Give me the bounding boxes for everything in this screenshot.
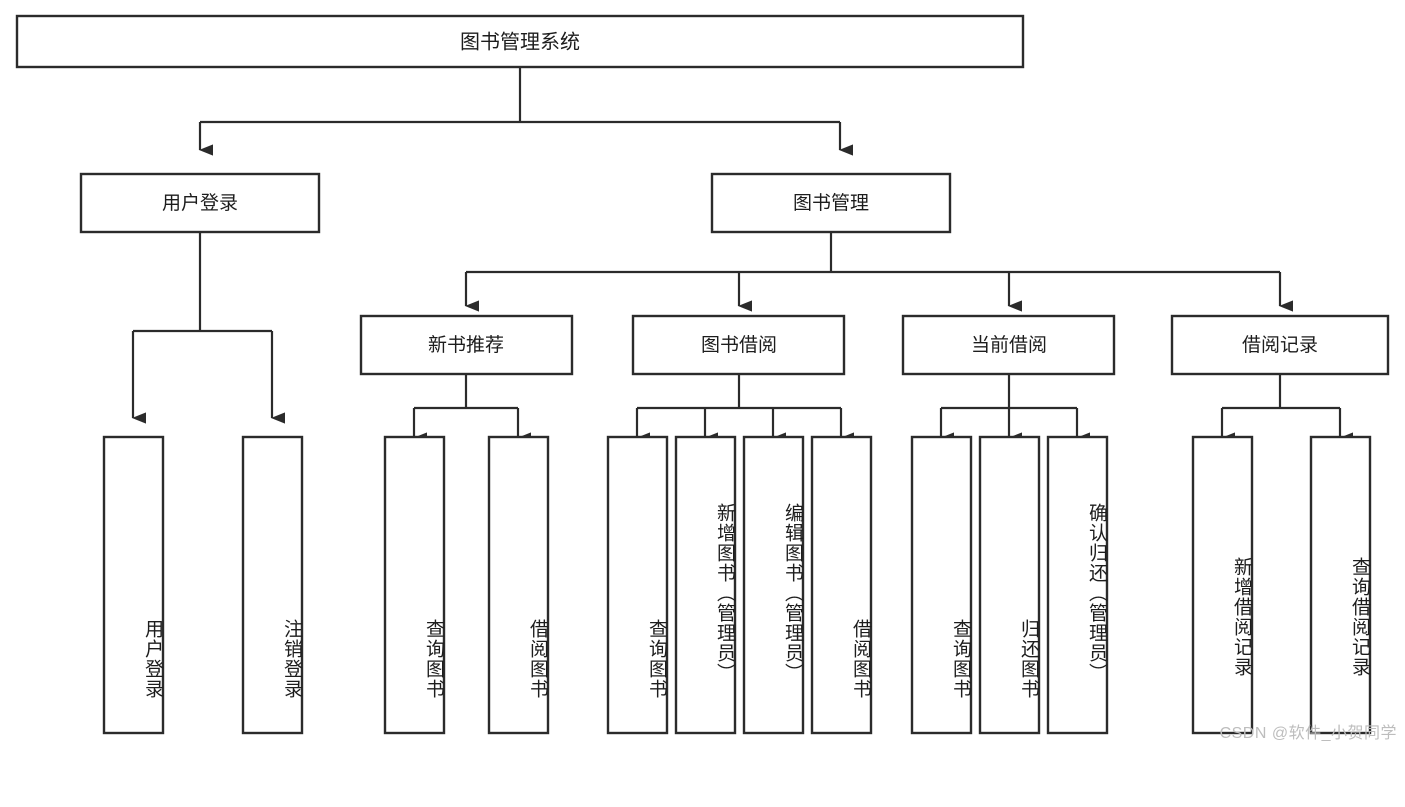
leaf-box-borrow-add[interactable] (674, 435, 737, 735)
node-borrow-record-label: 借阅记录 (1242, 334, 1318, 356)
leaf-box-borrow-lend[interactable] (810, 435, 873, 735)
node-book-borrow-label: 图书借阅 (701, 334, 777, 356)
node-new-book-recommend-label: 新书推荐 (428, 334, 504, 356)
connector-new-book-recommend-to-leaves (412, 374, 531, 444)
connector-book-management-to-level2 (464, 232, 1293, 312)
leaf-box-current-confirm[interactable] (1046, 435, 1109, 735)
leaf-box-current-return[interactable] (978, 435, 1041, 735)
node-current-borrow-label: 当前借阅 (971, 334, 1047, 356)
leaf-box-recommend-borrow[interactable] (487, 435, 550, 735)
connector-borrow-record-to-leaves (1220, 374, 1353, 444)
connector-root-to-level1 (198, 67, 853, 156)
leaf-box-record-add[interactable] (1191, 435, 1254, 735)
node-root-label: 图书管理系统 (460, 30, 580, 53)
node-book-management[interactable]: 图书管理 (710, 172, 952, 234)
leaf-box-user-login-login[interactable] (102, 435, 165, 735)
leaf-box-record-query[interactable] (1309, 435, 1372, 735)
leaf-box-borrow-edit[interactable] (742, 435, 805, 735)
connector-user-login-to-leaves (131, 232, 285, 424)
csdn-watermark: CSDN @软件_小贺同学 (1219, 725, 1397, 742)
connector-book-borrow-to-leaves (635, 374, 854, 444)
node-user-login[interactable]: 用户登录 (79, 172, 321, 234)
flowchart-svg: 图书管理系统 用户登录 图书管理 (15, 14, 1390, 735)
leaf-box-borrow-query[interactable] (606, 435, 669, 735)
node-book-borrow[interactable]: 图书借阅 (631, 314, 846, 376)
node-root[interactable]: 图书管理系统 (15, 14, 1025, 69)
leaf-box-user-login-logout[interactable] (241, 435, 304, 735)
connector-current-borrow-to-leaves (939, 374, 1090, 444)
node-current-borrow[interactable]: 当前借阅 (901, 314, 1116, 376)
leaf-box-current-query[interactable] (910, 435, 973, 735)
node-borrow-record[interactable]: 借阅记录 (1170, 314, 1390, 376)
node-book-management-label: 图书管理 (793, 192, 869, 214)
leaf-box-recommend-query[interactable] (383, 435, 446, 735)
flowchart-canvas: 图书管理系统 用户登录 图书管理 (15, 14, 1397, 742)
node-user-login-label: 用户登录 (162, 192, 238, 214)
node-new-book-recommend[interactable]: 新书推荐 (359, 314, 574, 376)
